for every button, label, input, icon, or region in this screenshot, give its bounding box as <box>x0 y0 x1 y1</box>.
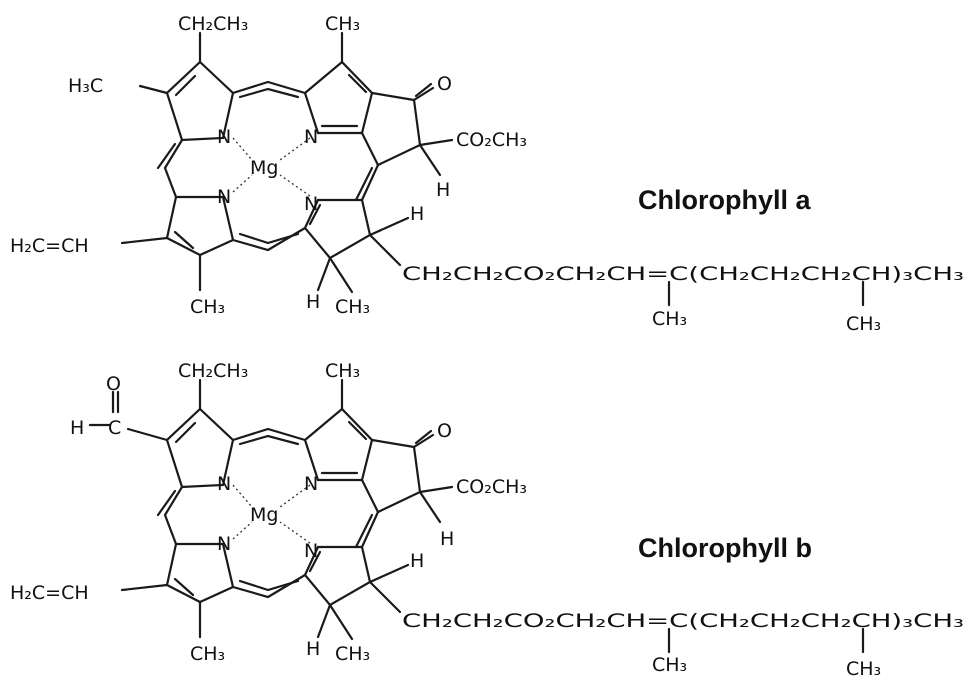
n3-label-a: N <box>217 186 231 208</box>
methyl-bottom-right-label-b: CH₃ <box>335 643 370 665</box>
phytyl-chain-label-a: CH₂CH₂CO₂CH₂CH=C(CH₂CH₂CH₂CH)₃CH₃ <box>402 263 964 285</box>
h-lower-label-b: H <box>306 638 320 660</box>
methyl-bottom-left-label-b: CH₃ <box>190 643 225 665</box>
aldehyde-o-label-b: O <box>106 373 121 395</box>
n4-label-b: N <box>304 540 318 562</box>
mg-label-a: Mg <box>250 157 278 179</box>
chlorophyll-b-structure <box>88 378 865 654</box>
h-ring-label-b: H <box>440 528 454 550</box>
chain-methyl-1-label-a: CH₃ <box>652 308 687 330</box>
aldehyde-c-label-b: C <box>108 417 121 439</box>
methyl-bottom-right-label-a: CH₃ <box>335 296 370 318</box>
ester-label-a: CO₂CH₃ <box>456 129 527 151</box>
n4-label-a: N <box>304 193 318 215</box>
aldehyde-h-label-b: H <box>70 417 84 439</box>
h-lower-label-a: H <box>306 291 320 313</box>
h3c-label-a: H₃C <box>68 75 103 97</box>
vinyl-label-b: H₂C=CH <box>10 582 89 604</box>
ester-label-b: CO₂CH₃ <box>456 476 527 498</box>
ketone-o-label-a: O <box>437 73 452 95</box>
chain-methyl-2-label-a: CH₃ <box>846 313 881 335</box>
phytyl-chain-label-b: CH₂CH₂CO₂CH₂CH=C(CH₂CH₂CH₂CH)₃CH₃ <box>402 610 964 632</box>
methyl-top-label-a: CH₃ <box>325 13 360 35</box>
n3-label-b: N <box>217 533 231 555</box>
chlorophyll-b-labels: CH₂CH₃ CH₃ O H C O CO₂CH₃ H N N N N Mg H… <box>10 360 964 680</box>
ethyl-label-a: CH₂CH₃ <box>178 13 248 35</box>
chain-methyl-2-label-b: CH₃ <box>846 658 881 679</box>
methyl-bottom-left-label-a: CH₃ <box>190 296 225 318</box>
ketone-o-label-b: O <box>437 420 452 442</box>
vinyl-label-a: H₂C=CH <box>10 235 89 257</box>
chlorophyll-a-labels: CH₂CH₃ CH₃ H₃C O CO₂CH₃ H N N N N Mg H H… <box>10 13 964 335</box>
chlorophyll-a-structure <box>120 31 865 307</box>
n2-label-a: N <box>304 126 318 148</box>
chain-methyl-1-label-b: CH₃ <box>652 654 687 676</box>
methyl-top-label-b: CH₃ <box>325 360 360 382</box>
chlorophyll-b-title: Chlorophyll b <box>638 533 812 563</box>
n1-label-b: N <box>217 473 231 495</box>
n1-label-a: N <box>217 126 231 148</box>
n2-label-b: N <box>304 473 318 495</box>
h-ring-label-a: H <box>436 179 450 201</box>
ethyl-label-b: CH₂CH₃ <box>178 360 248 382</box>
h-chain-label-b: H <box>410 550 424 572</box>
h-chain-label-a: H <box>410 203 424 225</box>
mg-label-b: Mg <box>250 504 278 526</box>
chlorophyll-a-title: Chlorophyll a <box>638 185 811 215</box>
